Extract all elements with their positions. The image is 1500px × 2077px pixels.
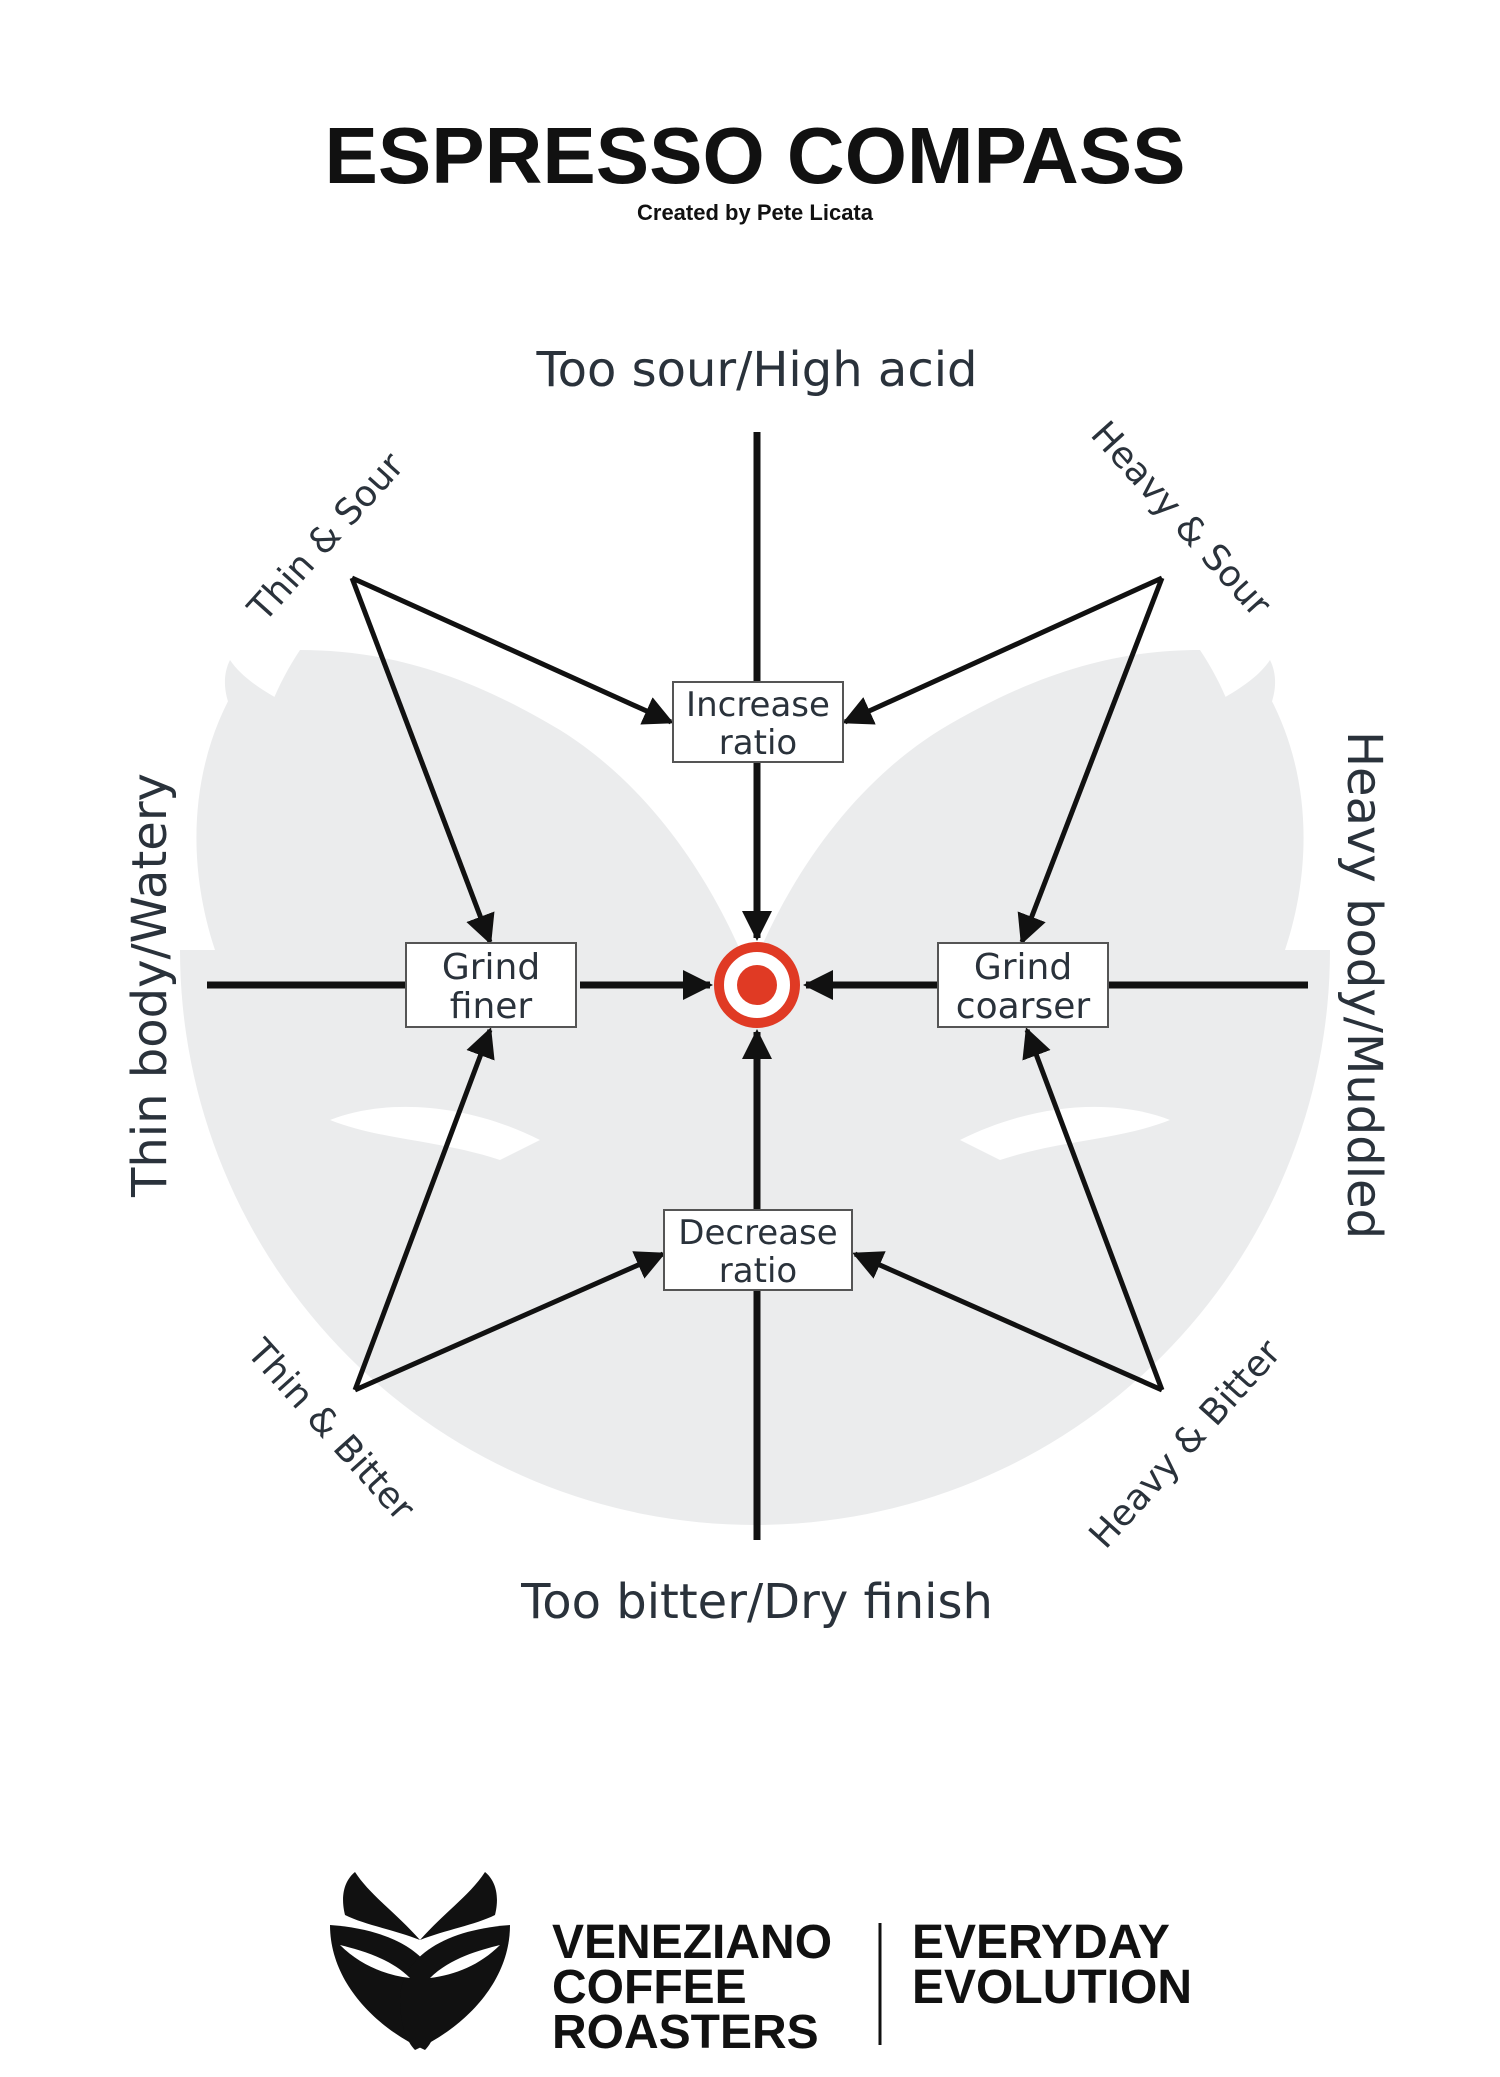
axis-label-right: Heavy body/Muddled (1336, 731, 1392, 1239)
axis-label-top: Too sour/High acid (535, 342, 977, 398)
brand-line-1: VENEZIANO (552, 1916, 832, 1969)
decrease-ratio-line2: ratio (719, 1251, 797, 1291)
page-title: ESPRESSO COMPASS (325, 111, 1186, 200)
increase-ratio-line1: Increase (686, 685, 830, 725)
arrow-thin-bitter-to-finer (352, 1027, 495, 1391)
grind-coarser-line1: Grind (974, 947, 1072, 988)
decrease-ratio-line1: Decrease (678, 1213, 837, 1253)
tagline-line-2: EVOLUTION (912, 1961, 1192, 2014)
arrow-heavy-bitter-to-coarser (1022, 1027, 1165, 1391)
arrow-thin-sour-to-increase (350, 575, 674, 725)
axis-label-left: Thin body/Watery (122, 773, 178, 1198)
grind-finer-line2: finer (450, 986, 533, 1027)
veneziano-wings-logo (330, 1872, 510, 2050)
tagline-line-1: EVERYDAY (912, 1916, 1170, 1969)
arrow-thin-bitter-to-decrease (353, 1251, 666, 1393)
diag-label-thin-sour: Thin & Sour (240, 445, 413, 630)
action-box-grind-coarser: Grind coarser (937, 942, 1109, 1028)
arrow-heavy-sour-to-increase (842, 575, 1164, 725)
page-subtitle: Created by Pete Licata (637, 200, 874, 225)
arrow-heavy-sour-to-coarser (1017, 577, 1165, 945)
increase-ratio-line2: ratio (719, 723, 797, 763)
brand-line-3: ROASTERS (552, 2006, 819, 2059)
grind-coarser-line2: coarser (956, 986, 1091, 1027)
axis-label-bottom: Too bitter/Dry finish (520, 1574, 993, 1630)
compass-axes (207, 432, 1308, 1540)
arrow-heavy-bitter-to-decrease (852, 1251, 1164, 1393)
diagonal-arrows (349, 575, 1165, 1393)
action-box-grind-finer: Grind finer (405, 942, 577, 1028)
action-box-increase-ratio: Increase ratio (672, 681, 844, 763)
diag-label-heavy-sour: Heavy & Sour (1083, 414, 1279, 625)
action-box-decrease-ratio: Decrease ratio (663, 1209, 853, 1291)
arrow-thin-sour-to-finer (349, 577, 495, 945)
center-arrows (580, 762, 938, 1210)
grind-finer-line1: Grind (442, 947, 540, 988)
brand-line-2: COFFEE (552, 1961, 747, 2014)
target-bullseye-icon (714, 942, 800, 1028)
